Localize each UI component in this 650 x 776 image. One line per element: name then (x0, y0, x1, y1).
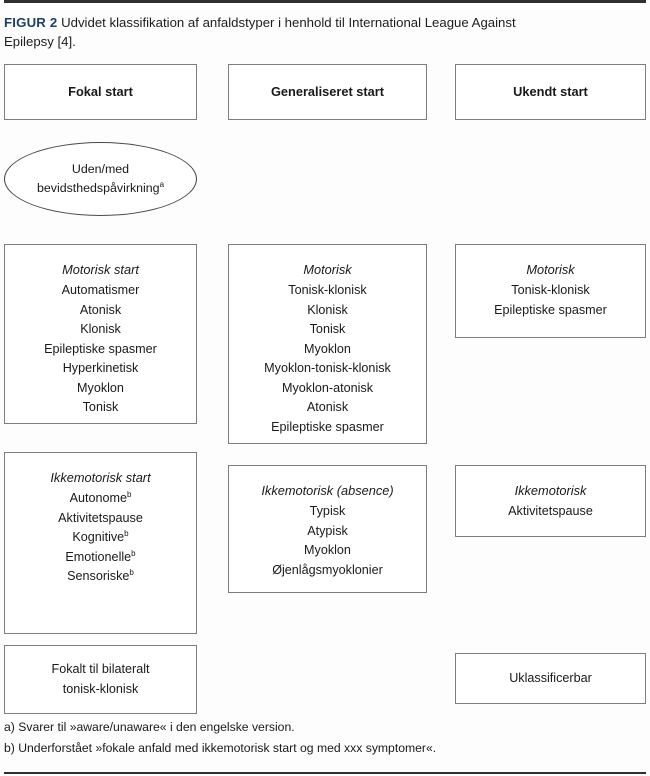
box-title: Ikkemotorisk start (50, 470, 151, 485)
box-item: Typisk (309, 504, 346, 518)
nonmotor-box-ukendt[interactable]: Ikkemotorisk Aktivitetspause (455, 465, 646, 537)
column-focal: Fokal start Uden/med bevidsthedspåvirkni… (4, 64, 197, 714)
box-item: Myoklon (304, 543, 351, 557)
column-generaliseret: Generaliseret start Motorisk Tonisk-klon… (228, 64, 427, 593)
bottom-rule (4, 772, 646, 774)
box-item: Automatismer (61, 283, 140, 297)
footnotes: a) Svarer til »aware/unaware« i den enge… (4, 717, 634, 759)
footnote-marker-b: b (129, 567, 134, 577)
footnote-marker-b: b (124, 528, 129, 538)
box-item: Aktivitetspause (58, 510, 143, 525)
box-item: Myoklon (77, 380, 124, 395)
top-rule (4, 0, 646, 3)
box-item: Tonisk (309, 322, 346, 336)
box-item: Hyperkinetisk (62, 361, 139, 375)
bottom-box-line-1: Uklassificerbar (509, 670, 592, 685)
box-item: Atonisk (306, 400, 349, 414)
figure-caption: FIGUR 2 Udvidet klassifikation af anfald… (4, 13, 564, 51)
footnote-b: b) Underforstået »fokale anfald med ikke… (4, 741, 437, 755)
footnote-a: a) Svarer til »aware/unaware« i den enge… (4, 720, 295, 734)
column-ukendt: Ukendt start Motorisk Tonisk-klonisk Epi… (455, 64, 646, 704)
bottom-box-line-2: tonisk-klonisk (62, 681, 139, 696)
box-item: Tonisk (82, 400, 119, 414)
header-label: Generaliseret start (270, 84, 385, 100)
figure-caption-text: Udvidet klassifikation af anfaldstyper i… (4, 15, 516, 49)
bottom-box-uklassificerbar[interactable]: Uklassificerbar (455, 653, 646, 704)
box-item: Atypisk (307, 523, 348, 538)
footnote-marker-b: b (126, 489, 132, 499)
footnote-marker-a: a (159, 179, 165, 189)
header-label: Ukendt start (513, 84, 588, 100)
footnote-marker-b: b (131, 548, 136, 558)
box-title: Motorisk (303, 262, 352, 277)
box-item: Klonisk (80, 322, 121, 336)
motor-box-generaliseret[interactable]: Motorisk Tonisk-klonisk Klonisk Tonisk M… (228, 244, 427, 444)
box-item: Epileptiske spasmer (494, 302, 607, 317)
bottom-box-fokalt-bilateralt[interactable]: Fokalt til bilateralt tonisk-klonisk (4, 645, 197, 714)
box-item: Tonisk-klonisk (511, 283, 590, 297)
box-title: Motorisk start (62, 262, 139, 277)
awareness-line-2: bevidsthedspåvirkninga (36, 179, 165, 195)
header-box-ukendt-start[interactable]: Ukendt start (455, 64, 646, 120)
figure-label: FIGUR 2 (4, 15, 58, 30)
box-item: Aktivitetspause (508, 504, 593, 518)
header-box-generaliseret-start[interactable]: Generaliseret start (228, 64, 427, 120)
box-title: Ikkemotorisk (514, 483, 587, 498)
header-label: Fokal start (68, 84, 133, 100)
box-title: Ikkemotorisk (absence) (261, 483, 394, 498)
bottom-box-line-1: Fokalt til bilateralt (51, 662, 150, 676)
box-item: Autonomeb (69, 489, 132, 505)
motor-box-focal[interactable]: Motorisk start Automatismer Atonisk Klon… (4, 244, 197, 424)
box-item: Tonisk-klonisk (288, 283, 367, 297)
box-item: Epileptiske spasmer (271, 419, 384, 434)
header-box-fokal-start[interactable]: Fokal start (4, 64, 197, 120)
nonmotor-box-focal[interactable]: Ikkemotorisk start Autonomeb Aktivitetsp… (4, 452, 197, 634)
box-item: Myoklon-atonisk (282, 380, 373, 395)
box-item: Emotionelleb (65, 548, 136, 564)
box-item: Øjenlågsmyoklonier (272, 562, 383, 577)
box-item: Epileptiske spasmer (44, 341, 157, 356)
box-item: Myoklon-tonisk-klonisk (264, 361, 391, 375)
awareness-ellipse[interactable]: Uden/med bevidsthedspåvirkninga (4, 142, 197, 216)
box-item: Atonisk (79, 302, 122, 317)
box-title: Motorisk (526, 262, 575, 277)
box-item: Klonisk (307, 302, 348, 317)
box-item: Kognitiveb (72, 528, 129, 544)
motor-box-ukendt[interactable]: Motorisk Tonisk-klonisk Epileptiske spas… (455, 244, 646, 338)
nonmotor-box-generaliseret[interactable]: Ikkemotorisk (absence) Typisk Atypisk My… (228, 465, 427, 593)
box-item: Myoklon (304, 341, 351, 356)
awareness-line-1: Uden/med (71, 162, 130, 176)
box-item: Sensoriskeb (67, 567, 134, 583)
